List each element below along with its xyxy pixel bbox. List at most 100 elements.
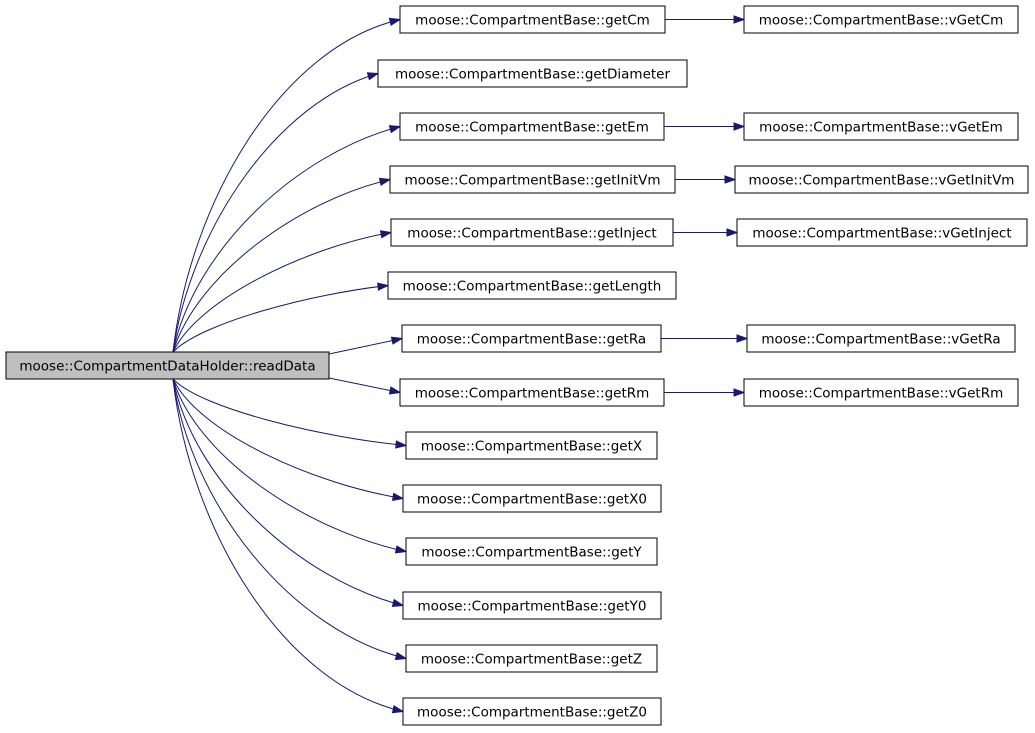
edge-readdata-to-getem-arrowhead bbox=[388, 125, 402, 134]
node-label: moose::CompartmentBase::vGetInitVm bbox=[749, 173, 1015, 189]
node-getdiameter[interactable]: moose::CompartmentBase::getDiameter bbox=[377, 59, 688, 88]
node-box bbox=[736, 218, 1028, 247]
edge-readdata-to-getrm-arrowhead bbox=[388, 386, 402, 395]
node-box bbox=[743, 378, 1019, 407]
node-getz0[interactable]: moose::CompartmentBase::getZ0 bbox=[402, 697, 662, 726]
edge-getinitvm-to-vgetinitvm-arrowhead bbox=[724, 175, 737, 184]
node-box bbox=[5, 351, 330, 380]
edge-readdata-to-getrm bbox=[328, 377, 401, 393]
edge-readdata-to-getz0-arrowhead bbox=[391, 705, 405, 714]
edge-readdata-to-gety-arrowhead bbox=[394, 545, 408, 554]
node-getinitvm[interactable]: moose::CompartmentBase::getInitVm bbox=[389, 165, 676, 194]
node-getcm[interactable]: moose::CompartmentBase::getCm bbox=[399, 5, 666, 34]
node-label: moose::CompartmentBase::getLength bbox=[403, 279, 662, 295]
edge-readdata-to-gety0 bbox=[172, 378, 404, 606]
node-label: moose::CompartmentBase::vGetRm bbox=[759, 386, 1003, 402]
node-label: moose::CompartmentBase::vGetInject bbox=[752, 226, 1011, 242]
edge-readdata-to-getinitvm bbox=[172, 179, 391, 353]
node-box bbox=[387, 271, 677, 300]
node-vgetcm[interactable]: moose::CompartmentBase::vGetCm bbox=[743, 5, 1019, 34]
node-label: moose::CompartmentBase::getEm bbox=[415, 120, 649, 136]
node-getra[interactable]: moose::CompartmentBase::getRa bbox=[401, 324, 662, 353]
node-box bbox=[405, 431, 658, 460]
node-getrm[interactable]: moose::CompartmentBase::getRm bbox=[399, 378, 665, 407]
node-label: moose::CompartmentBase::getInitVm bbox=[404, 173, 660, 189]
node-vgetrm[interactable]: moose::CompartmentBase::vGetRm bbox=[743, 378, 1019, 407]
edge-readdata-to-getz bbox=[172, 378, 407, 659]
node-getx[interactable]: moose::CompartmentBase::getX bbox=[405, 431, 658, 460]
edge-readdata-to-getem bbox=[172, 126, 401, 353]
edge-readdata-to-getdiameter-arrowhead bbox=[366, 72, 380, 81]
node-box bbox=[734, 165, 1029, 194]
edge-readdata-to-getlength-arrowhead bbox=[377, 282, 390, 291]
edge-readdata-to-gety0-arrowhead bbox=[391, 598, 405, 607]
node-box bbox=[390, 218, 674, 247]
edge-getcm-to-vgetcm-arrowhead bbox=[733, 15, 746, 24]
node-label: moose::CompartmentBase::getRm bbox=[415, 386, 650, 402]
node-label: moose::CompartmentBase::getY0 bbox=[418, 599, 647, 615]
node-box bbox=[399, 378, 665, 407]
edge-readdata-to-getx bbox=[172, 378, 407, 446]
edge-readdata-to-getx-arrowhead bbox=[395, 440, 408, 449]
edges-layer bbox=[172, 15, 749, 714]
node-label: moose::CompartmentBase::vGetEm bbox=[759, 120, 1003, 136]
node-vgetinitvm[interactable]: moose::CompartmentBase::vGetInitVm bbox=[734, 165, 1029, 194]
node-label: moose::CompartmentBase::getX0 bbox=[417, 492, 647, 508]
node-box bbox=[743, 112, 1019, 141]
edge-readdata-to-getz-arrowhead bbox=[394, 651, 408, 661]
edge-readdata-to-getra-arrowhead bbox=[390, 336, 404, 345]
node-box bbox=[402, 591, 662, 620]
edge-readdata-to-getcm-arrowhead bbox=[388, 17, 402, 26]
node-getx0[interactable]: moose::CompartmentBase::getX0 bbox=[402, 484, 662, 513]
node-box bbox=[399, 112, 665, 141]
edge-readdata-to-getinitvm-arrowhead bbox=[378, 177, 392, 186]
edge-readdata-to-getinject-arrowhead bbox=[379, 230, 393, 239]
edge-readdata-to-getz0 bbox=[172, 378, 404, 712]
node-box bbox=[401, 324, 662, 353]
node-label: moose::CompartmentBase::getCm bbox=[415, 13, 650, 29]
node-box bbox=[405, 537, 658, 566]
node-getz[interactable]: moose::CompartmentBase::getZ bbox=[405, 644, 658, 673]
nodes-layer: moose::CompartmentDataHolder::readDatamo… bbox=[5, 5, 1029, 726]
edge-getinject-to-vgetinject-arrowhead bbox=[726, 228, 739, 237]
node-vgetinject[interactable]: moose::CompartmentBase::vGetInject bbox=[736, 218, 1028, 247]
node-vgetem[interactable]: moose::CompartmentBase::vGetEm bbox=[743, 112, 1019, 141]
node-box bbox=[746, 324, 1016, 353]
node-box bbox=[743, 5, 1019, 34]
node-box bbox=[405, 644, 658, 673]
node-label: moose::CompartmentDataHolder::readData bbox=[19, 359, 315, 375]
node-label: moose::CompartmentBase::getInject bbox=[407, 226, 656, 242]
edge-getra-to-vgetra-arrowhead bbox=[736, 334, 749, 343]
node-label: moose::CompartmentBase::getZ0 bbox=[417, 705, 647, 721]
node-label: moose::CompartmentBase::getRa bbox=[417, 332, 646, 348]
node-gety[interactable]: moose::CompartmentBase::getY bbox=[405, 537, 658, 566]
edge-readdata-to-getcm bbox=[172, 19, 401, 353]
node-box bbox=[399, 5, 666, 34]
node-box bbox=[377, 59, 688, 88]
node-vgetra[interactable]: moose::CompartmentBase::vGetRa bbox=[746, 324, 1016, 353]
node-label: moose::CompartmentBase::vGetRa bbox=[761, 332, 1000, 348]
edge-readdata-to-getlength bbox=[172, 285, 389, 353]
edge-readdata-to-getinject bbox=[172, 232, 392, 353]
edge-readdata-to-gety bbox=[172, 378, 407, 552]
node-box bbox=[402, 697, 662, 726]
edge-getem-to-vgetem-arrowhead bbox=[733, 122, 746, 131]
node-label: moose::CompartmentBase::getY bbox=[421, 545, 642, 561]
edge-readdata-to-getx0-arrowhead bbox=[391, 492, 405, 501]
node-label: moose::CompartmentBase::getZ bbox=[421, 652, 642, 668]
node-getinject[interactable]: moose::CompartmentBase::getInject bbox=[390, 218, 674, 247]
node-getem[interactable]: moose::CompartmentBase::getEm bbox=[399, 112, 665, 141]
node-label: moose::CompartmentBase::vGetCm bbox=[759, 13, 1004, 29]
node-getlength[interactable]: moose::CompartmentBase::getLength bbox=[387, 271, 677, 300]
node-box bbox=[389, 165, 676, 194]
edge-readdata-to-getx0 bbox=[172, 378, 404, 499]
edge-readdata-to-getra bbox=[328, 338, 403, 355]
node-label: moose::CompartmentBase::getX bbox=[421, 439, 642, 455]
edge-getrm-to-vgetrm-arrowhead bbox=[733, 388, 746, 397]
node-label: moose::CompartmentBase::getDiameter bbox=[395, 67, 671, 83]
node-box bbox=[402, 484, 662, 513]
edge-readdata-to-getdiameter bbox=[172, 73, 379, 353]
node-readdata[interactable]: moose::CompartmentDataHolder::readData bbox=[5, 351, 330, 380]
node-gety0[interactable]: moose::CompartmentBase::getY0 bbox=[402, 591, 662, 620]
